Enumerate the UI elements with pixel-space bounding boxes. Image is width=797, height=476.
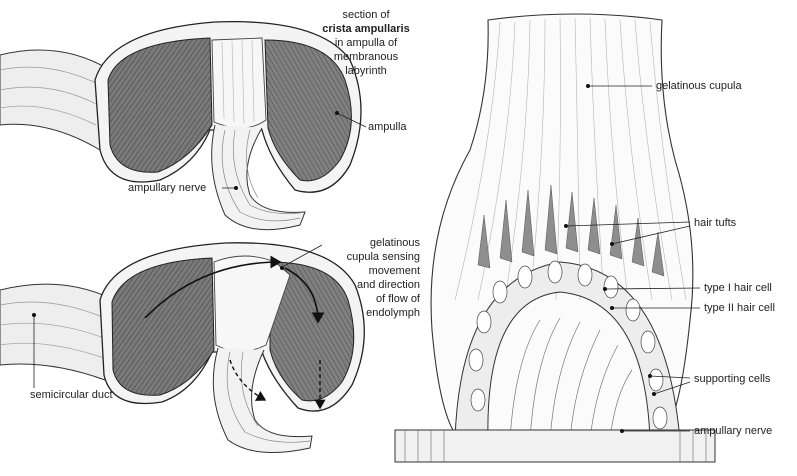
type-i-hair-cell-label: type I hair cell: [704, 281, 772, 295]
gel-line3: movement: [316, 264, 420, 278]
gelatinous-cupula-label: gelatinous cupula: [656, 79, 742, 93]
ampulla-label: ampulla: [368, 120, 407, 134]
gelatinous-cupula-sensing-label: gelatinous cupula sensing movement and d…: [316, 236, 420, 320]
ampullary-nerve-top-dot: [234, 186, 238, 190]
crista-ampullaris-term: crista ampullaris: [322, 23, 409, 35]
ampullary-nerve-right-label: ampullary nerve: [694, 424, 772, 438]
section-label-line2: crista ampullaris: [306, 22, 426, 36]
gel-line2: cupula sensing: [316, 250, 420, 264]
section-label-line5: labyrinth: [306, 64, 426, 78]
bottom-ampulla-drawing: [0, 243, 364, 453]
gel-line5: of flow of: [316, 292, 420, 306]
ampullary-nerve-top-label: ampullary nerve: [128, 181, 206, 195]
hair-tufts-label: hair tufts: [694, 216, 736, 230]
semicircular-duct-dot: [32, 313, 36, 317]
gel-line1: gelatinous: [316, 236, 420, 250]
semicircular-duct-label: semicircular duct: [30, 388, 113, 402]
section-label-line3: in ampulla of: [306, 36, 426, 50]
type-ii-hair-cell-label: type II hair cell: [704, 301, 775, 315]
section-label: section of crista ampullaris in ampulla …: [306, 8, 426, 78]
ampulla-dot: [335, 111, 339, 115]
gelatinous-cupula-small-dot: [280, 266, 284, 270]
section-label-line1: section of: [306, 8, 426, 22]
gel-line4: and direction: [316, 278, 420, 292]
gel-line6: endolymph: [316, 306, 420, 320]
section-label-line4: membranous: [306, 50, 426, 64]
supporting-cells-label: supporting cells: [694, 372, 770, 386]
